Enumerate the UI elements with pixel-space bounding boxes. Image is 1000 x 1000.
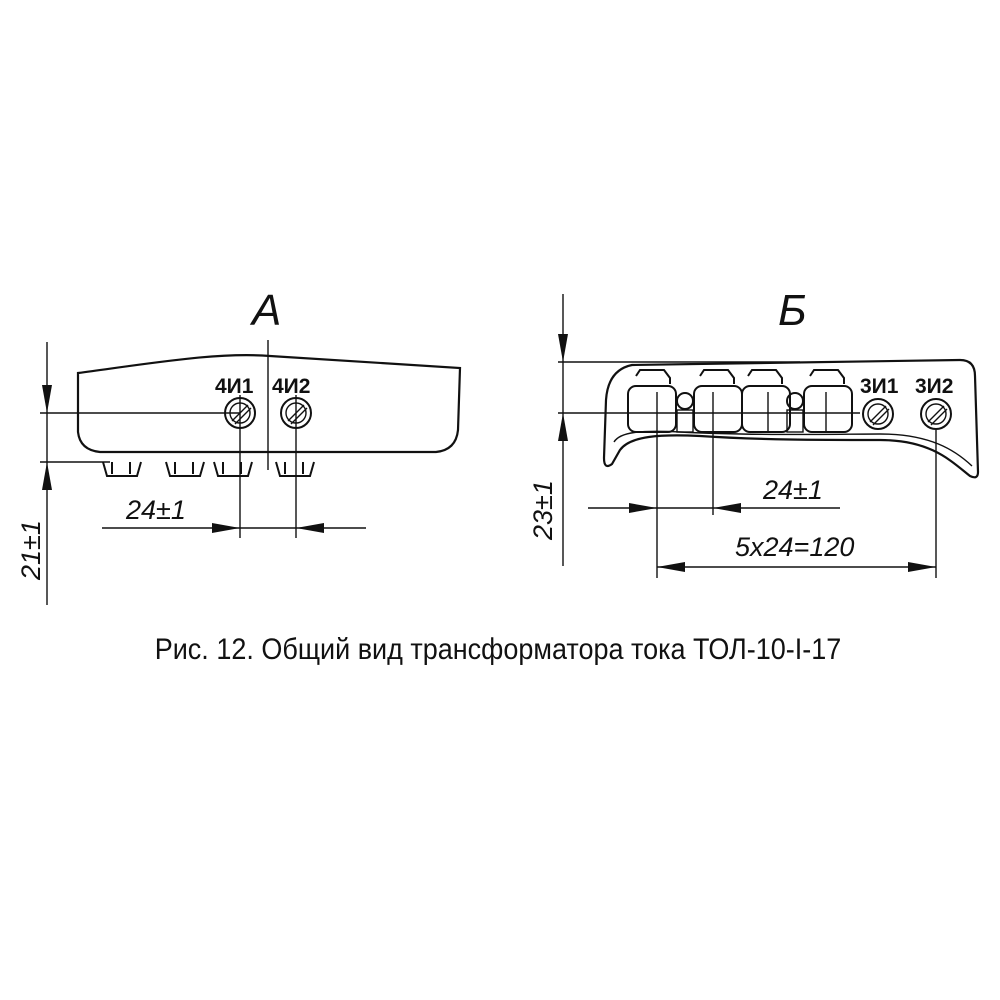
view-b-letter: Б <box>778 286 807 335</box>
view-a-body <box>76 354 462 454</box>
view-a-nuts <box>102 461 315 477</box>
view-b-pitch-dim: 24±1 <box>762 475 823 505</box>
view-a-terminal-label-1: 4И1 <box>215 375 254 398</box>
view-a-letter: А <box>249 286 281 335</box>
view-b-terminal-label-2: 3И2 <box>915 375 953 398</box>
view-b-terminal-screw-1 <box>862 398 894 430</box>
view-a-pitch-dim: 24±1 <box>125 495 186 525</box>
view-b-terminal-blocks <box>627 369 853 433</box>
figure-caption: Рис. 12. Общий вид трансформатора тока Т… <box>154 633 842 666</box>
view-a-terminal-label-2: 4И2 <box>272 375 310 398</box>
view-a: А 4И1 4И2 <box>16 286 462 605</box>
view-b: Б 3И1 3И2 <box>528 286 980 578</box>
view-b-total-dim: 5x24=120 <box>735 532 854 562</box>
view-b-height-dim: 23±1 <box>528 480 558 541</box>
view-a-height-dim: 21±1 <box>16 520 46 581</box>
view-b-terminal-screw-2 <box>920 398 952 430</box>
view-b-terminal-label-1: 3И1 <box>860 375 899 398</box>
